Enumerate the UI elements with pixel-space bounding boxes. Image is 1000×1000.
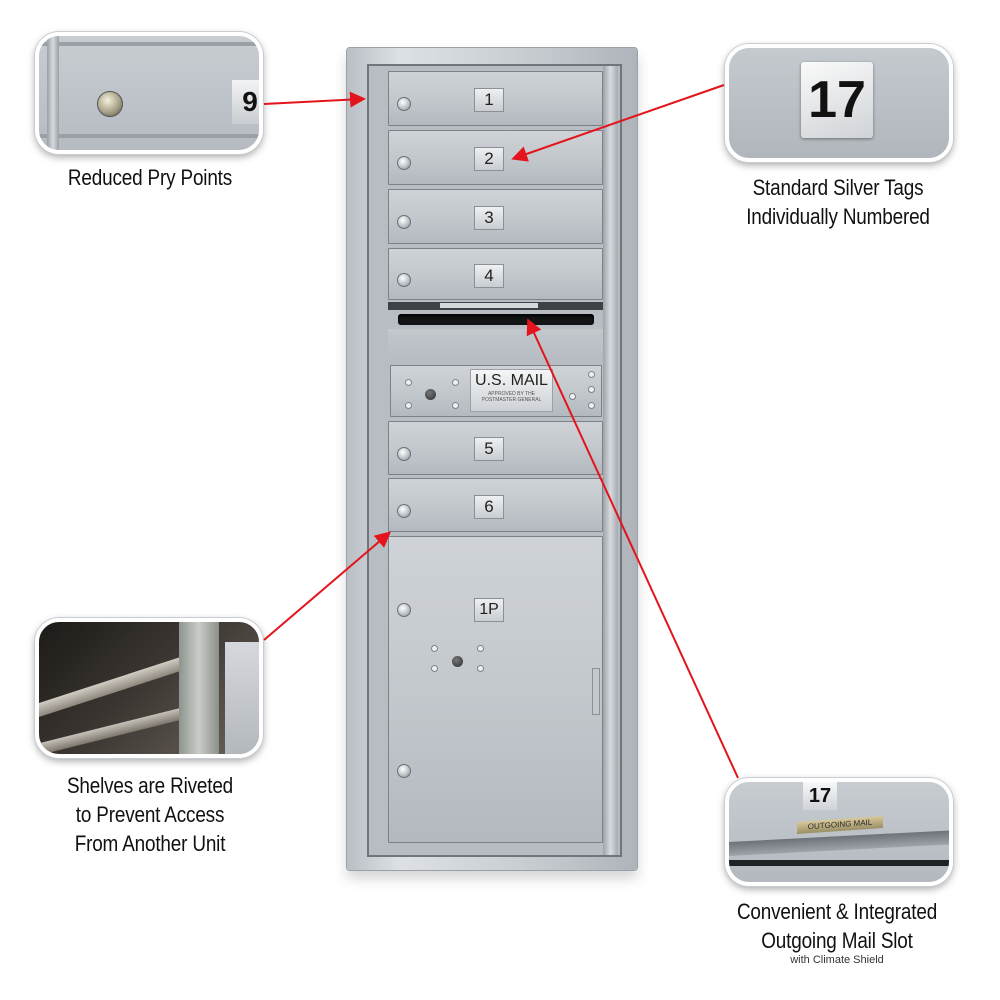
parcel-lower-lock-icon[interactable] [397, 764, 411, 778]
arrow-pry-points [263, 91, 366, 108]
door-number-tag: 5 [474, 437, 504, 461]
us-mail-subtitle: POSTMASTER GENERAL [481, 397, 542, 403]
rivet [405, 379, 412, 386]
parcel-door-hinge [592, 668, 600, 715]
rivet [431, 645, 438, 652]
master-lock-icon[interactable] [425, 389, 436, 400]
door-number-tag: 6 [474, 495, 504, 519]
parcel-lock-icon[interactable] [397, 603, 411, 617]
photo-door-edge [39, 134, 259, 138]
door-lock-icon[interactable] [397, 215, 411, 229]
door-lock-icon[interactable] [397, 504, 411, 518]
door-number-tag: 9 [232, 80, 259, 124]
us-mail-subtitle: APPROVED BY THE [487, 391, 536, 397]
outgoing-slot-photo: 17 OUTGOING MAIL [725, 778, 953, 886]
shelves-caption-3: From Another Unit [74, 831, 226, 856]
shelves-caption-2: to Prevent Access [75, 802, 225, 827]
shelves-photo [35, 618, 263, 758]
photo-door-edge [39, 42, 259, 46]
rivet [452, 402, 459, 409]
rivet [405, 402, 412, 409]
rivet [477, 665, 484, 672]
door-number-tag: 4 [474, 264, 504, 288]
door-lock-icon[interactable] [397, 273, 411, 287]
silver-tags-photo: 17 [725, 44, 953, 162]
divider-panel [388, 329, 603, 362]
silver-tags-caption-1: Standard Silver Tags [752, 175, 924, 200]
door-lock-icon[interactable] [397, 447, 411, 461]
rivet [452, 379, 459, 386]
shelves-caption-1: Shelves are Riveted [66, 773, 234, 798]
arrow-silver-tags [511, 84, 725, 162]
us-mail-title: U.S. MAIL [475, 372, 548, 389]
parcel-number-tag: 1P [474, 598, 504, 622]
arrow-shelves [263, 531, 392, 641]
rivet [569, 393, 576, 400]
silver-tags-caption-2: Individually Numbered [746, 204, 930, 229]
outgoing-slot-caption-1: Convenient & Integrated [736, 899, 938, 924]
door-lock-icon[interactable] [397, 156, 411, 170]
photo-tag: 17 [803, 782, 837, 810]
arrow-outgoing-slot [526, 318, 739, 779]
mailbox-door-1[interactable] [388, 71, 603, 126]
rivet [588, 371, 595, 378]
photo-side-rail [47, 36, 59, 150]
outgoing-slot-label [440, 303, 538, 308]
rivet [477, 645, 484, 652]
outgoing-mail-slot[interactable] [398, 314, 594, 325]
lock-icon [97, 91, 123, 117]
rivet [588, 386, 595, 393]
outgoing-slot-caption-2: Outgoing Mail Slot [761, 928, 913, 953]
pry-points-photo: 9 [35, 32, 263, 154]
pry-points-caption: Reduced Pry Points [67, 165, 233, 190]
hinge-strip [603, 66, 618, 855]
photo-side-panel [179, 622, 219, 754]
photo-door-panel [225, 642, 259, 754]
parcel-key-icon[interactable] [452, 656, 463, 667]
rivet [588, 402, 595, 409]
door-number-tag: 2 [474, 147, 504, 171]
door-number-tag: 1 [474, 88, 504, 112]
door-number-tag: 3 [474, 206, 504, 230]
photo-slot-opening [729, 860, 949, 866]
silver-number-tag: 17 [801, 62, 873, 138]
outgoing-slot-subcaption: with Climate Shield [790, 954, 884, 966]
parcel-locker-door[interactable] [388, 536, 603, 843]
door-lock-icon[interactable] [397, 97, 411, 111]
us-mail-label: U.S. MAIL APPROVED BY THE POSTMASTER GEN… [470, 369, 553, 412]
rivet [431, 665, 438, 672]
